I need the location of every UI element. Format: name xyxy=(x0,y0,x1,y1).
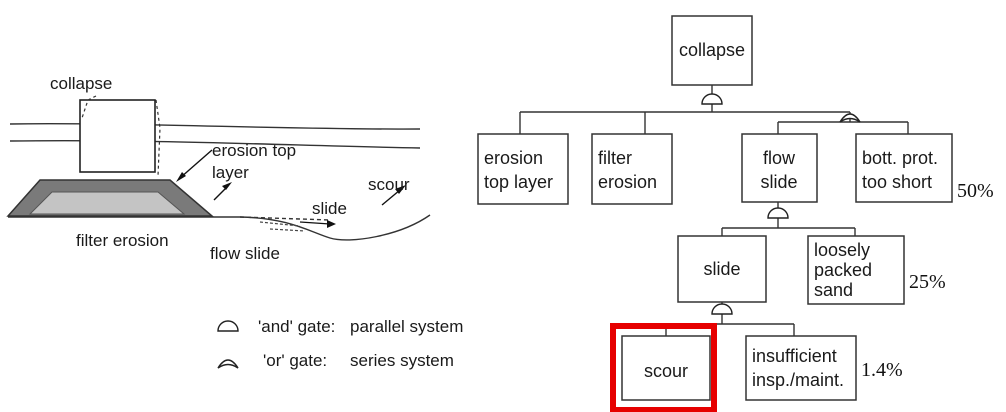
gate-legend: 'and' gate: parallel system 'or' gate: s… xyxy=(217,317,463,370)
node-label: too short xyxy=(862,172,932,192)
sketch-label-erosion-top-2: layer xyxy=(212,163,249,182)
sketch-label-flow-slide: flow slide xyxy=(210,244,280,263)
collapsing-structure xyxy=(79,99,156,173)
scour-arrow xyxy=(381,185,406,206)
sketch-label-filter-erosion: filter erosion xyxy=(76,231,169,250)
dike-filter-core xyxy=(28,191,186,215)
node-label: sand xyxy=(814,280,853,300)
node-label: insp./maint. xyxy=(752,370,844,390)
scour-hole-line xyxy=(239,216,331,221)
node-label: slide xyxy=(703,259,740,279)
sketch-label-collapse: collapse xyxy=(50,74,112,93)
or-gate-icon xyxy=(217,359,239,369)
and-gate-icon xyxy=(711,303,733,315)
event-node-filter-erosion: filter erosion xyxy=(591,133,673,205)
and-gate-icon xyxy=(217,320,239,332)
collapse-dashed-outline xyxy=(81,95,161,177)
legend-or-gate-name: 'or' gate: xyxy=(263,351,327,370)
sketch-label-scour: scour xyxy=(368,175,410,194)
probability-label: 50% xyxy=(957,180,994,202)
event-node-collapse: collapse xyxy=(671,15,753,86)
node-label: top layer xyxy=(484,172,553,192)
water-surface-line xyxy=(9,122,421,130)
node-label: packed xyxy=(814,260,872,280)
sketch-label-slide: slide xyxy=(312,199,347,218)
water-surface-line-lower xyxy=(9,139,421,149)
event-node-insufficient-inspection: insufficient insp./maint. xyxy=(745,335,857,401)
erosion-arrow xyxy=(176,149,213,182)
event-node-slide: slide xyxy=(677,235,767,303)
probability-label: 1.4% xyxy=(861,359,903,381)
highlight-frame xyxy=(610,323,717,412)
and-gate-icon xyxy=(701,93,723,105)
node-label: erosion xyxy=(598,172,657,192)
and-gate-icon xyxy=(767,207,789,219)
node-label: loosely xyxy=(814,240,870,260)
node-label: erosion xyxy=(484,148,543,168)
node-label: slide xyxy=(760,172,797,192)
slide-arrow xyxy=(299,220,336,228)
legend-or-gate-meaning: series system xyxy=(350,351,454,370)
node-label: filter xyxy=(598,148,632,168)
event-node-erosion-top-layer: erosion top layer xyxy=(477,133,569,205)
node-label: flow xyxy=(763,148,796,168)
legend-and-gate-meaning: parallel system xyxy=(350,317,463,336)
node-label: bott. prot. xyxy=(862,148,938,168)
node-label: scour xyxy=(644,361,688,381)
sea-bed-line xyxy=(8,214,431,241)
or-gate-icon xyxy=(839,113,861,123)
node-label: insufficient xyxy=(752,346,837,366)
node-label: collapse xyxy=(679,40,745,60)
probability-label: 25% xyxy=(909,271,946,293)
event-node-bottom-protection: bott. prot. too short xyxy=(855,133,953,203)
dike-sketch: collapse erosion top layer scour slide f… xyxy=(6,74,431,263)
event-node-scour: scour xyxy=(621,335,711,401)
event-node-loosely-packed-sand: loosely packed sand xyxy=(807,235,905,305)
fault-tree: collapse erosion top layer filter erosio… xyxy=(477,15,994,412)
legend-and-gate-name: 'and' gate: xyxy=(258,317,335,336)
filter-erosion-arrow xyxy=(213,182,232,201)
event-node-flow-slide: flow slide xyxy=(741,133,818,203)
sketch-label-erosion-top-1: erosion top xyxy=(212,141,296,160)
slide-debris xyxy=(259,221,306,232)
